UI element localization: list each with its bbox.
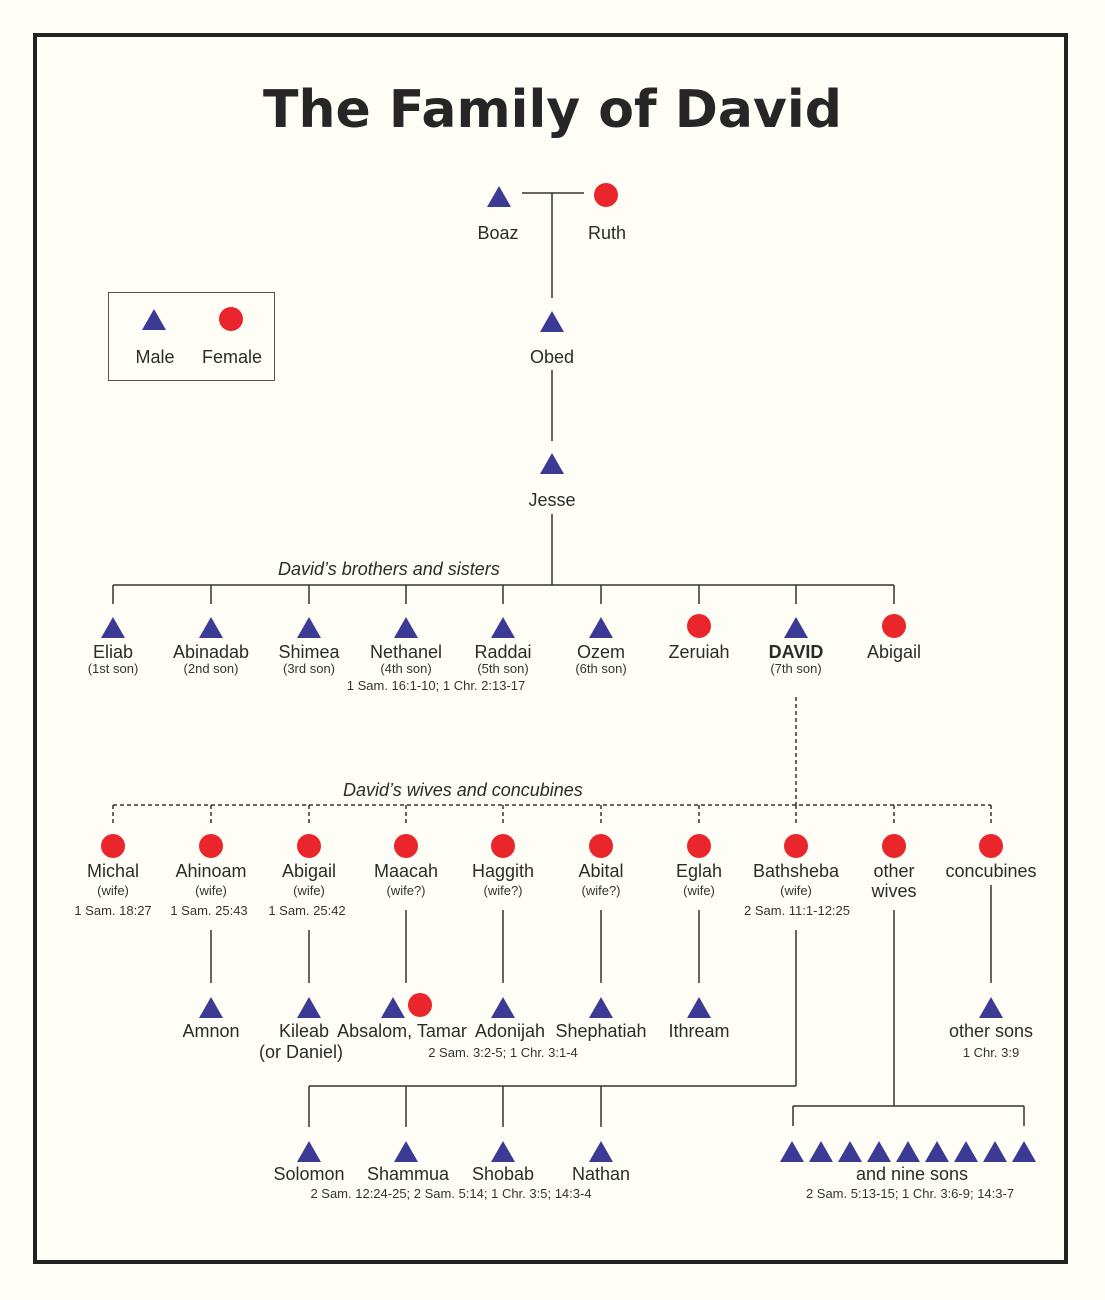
legend-female-label: Female bbox=[201, 347, 263, 367]
son-name: Shobab bbox=[471, 1164, 535, 1184]
wife-ref: 1 Sam. 25:42 bbox=[268, 903, 346, 918]
page-title: The Family of David bbox=[263, 80, 842, 140]
child-name: Adonijah bbox=[474, 1021, 546, 1041]
wife-ref: 1 Sam. 18:27 bbox=[74, 903, 152, 918]
son-name: Solomon bbox=[273, 1164, 345, 1184]
wife-ref: 2 Sam. 11:1-12:25 bbox=[744, 903, 850, 918]
obed-label: Obed bbox=[529, 347, 575, 367]
wife-note: (wife) bbox=[97, 883, 129, 898]
wife-note: (wife) bbox=[195, 883, 227, 898]
wife-name: concubines bbox=[945, 861, 1037, 881]
wife-name: Maacah bbox=[373, 861, 439, 881]
wife-note: (wife?) bbox=[581, 883, 621, 898]
child-name: Absalom, Tamar bbox=[337, 1021, 467, 1041]
other-sons-reference: 1 Chr. 3:9 bbox=[962, 1045, 1020, 1060]
wife-ref: 1 Sam. 25:43 bbox=[170, 903, 248, 918]
sibling-name: Raddai bbox=[474, 642, 532, 662]
chart-frame bbox=[33, 33, 1068, 1264]
sibling-name: Abigail bbox=[866, 642, 922, 662]
sibling-name: Shimea bbox=[278, 642, 340, 662]
ruth-label: Ruth bbox=[587, 223, 627, 243]
sibling-name: Ozem bbox=[576, 642, 626, 662]
siblings-heading: David’s brothers and sisters bbox=[278, 559, 500, 579]
wife-name: Michal bbox=[86, 861, 140, 881]
sibling-note: (2nd son) bbox=[183, 661, 239, 676]
wife-note: (wife) bbox=[293, 883, 325, 898]
wife-note: (wife) bbox=[683, 883, 715, 898]
david-name: DAVID bbox=[768, 642, 824, 662]
sibling-name: Zeruiah bbox=[668, 642, 730, 662]
bathsheba-sons-reference: 2 Sam. 12:24-25; 2 Sam. 5:14; 1 Chr. 3:5… bbox=[310, 1186, 592, 1201]
child-name: other sons bbox=[948, 1021, 1034, 1041]
legend bbox=[108, 292, 275, 381]
legend-male-label: Male bbox=[135, 347, 175, 367]
sibling-note: (3rd son) bbox=[282, 661, 336, 676]
wife-name: Haggith bbox=[471, 861, 535, 881]
sibling-note: (4th son) bbox=[380, 661, 432, 676]
sibling-name: Eliab bbox=[92, 642, 134, 662]
siblings-reference: 1 Sam. 16:1-10; 1 Chr. 2:13-17 bbox=[346, 678, 526, 693]
wife-name: Abigail bbox=[281, 861, 337, 881]
child-name: Amnon bbox=[182, 1021, 240, 1041]
sibling-note: (5th son) bbox=[477, 661, 529, 676]
boaz-label: Boaz bbox=[477, 223, 519, 243]
wife-name: Ahinoam bbox=[175, 861, 247, 881]
wife-name: Bathsheba bbox=[752, 861, 840, 881]
jesse-label: Jesse bbox=[528, 490, 576, 510]
child-name: Shephatiah bbox=[555, 1021, 647, 1041]
nine-sons-label: and nine sons bbox=[855, 1164, 969, 1184]
nine-sons-reference: 2 Sam. 5:13-15; 1 Chr. 3:6-9; 14:3-7 bbox=[805, 1186, 1015, 1201]
child-name: Kileab bbox=[278, 1021, 330, 1041]
wife-note: (wife?) bbox=[386, 883, 426, 898]
wives-heading: David’s wives and concubines bbox=[343, 780, 583, 800]
child-name: Ithream bbox=[668, 1021, 730, 1041]
wife-name: Abital bbox=[578, 861, 624, 881]
son-name: Shammua bbox=[366, 1164, 450, 1184]
wife-note: (wife) bbox=[780, 883, 812, 898]
son-name: Nathan bbox=[571, 1164, 631, 1184]
sibling-note: (1st son) bbox=[87, 661, 139, 676]
wife-name: Eglah bbox=[675, 861, 723, 881]
sibling-name: Nethanel bbox=[369, 642, 443, 662]
wife-name: other wives bbox=[871, 861, 917, 901]
children-reference: 2 Sam. 3:2-5; 1 Chr. 3:1-4 bbox=[428, 1045, 578, 1060]
sibling-note: (7th son) bbox=[770, 661, 822, 676]
sibling-note: (6th son) bbox=[575, 661, 627, 676]
child-name-alt: (or Daniel) bbox=[258, 1042, 344, 1062]
sibling-name: Abinadab bbox=[172, 642, 250, 662]
wife-note: (wife?) bbox=[483, 883, 523, 898]
